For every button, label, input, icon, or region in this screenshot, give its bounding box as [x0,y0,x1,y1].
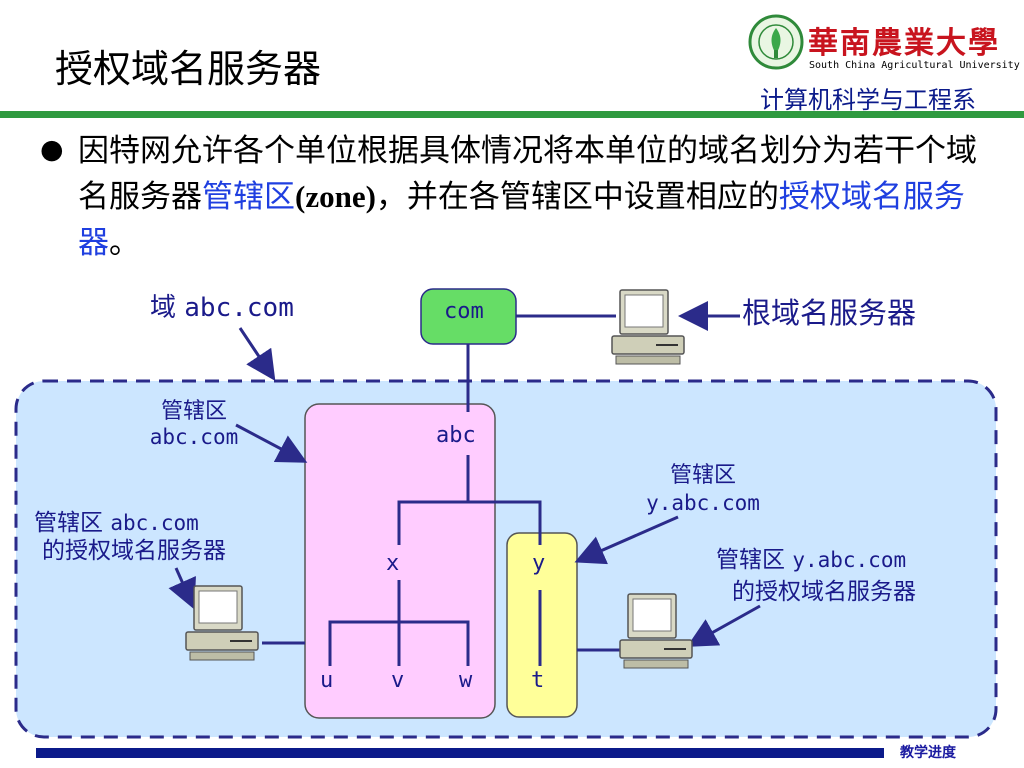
node-t-label: t [531,668,545,693]
bullet-text-part-2: ，并在各管辖区中设置相应的 [375,179,779,215]
zone-y-box [506,532,578,718]
university-name-cn: 華南農業大學 [808,26,1000,61]
bullet-paragraph: 因特网允许各个单位根据具体情况将本单位的域名划分为若干个域名服务器管辖区(zon… [78,128,978,266]
zone-abc-box [304,403,496,719]
annotation-arrows [168,301,761,647]
node-v-label: v [391,668,405,693]
node-abc-label: abc [436,423,476,448]
department-name: 计算机科学与工程系 [760,86,976,114]
zone-y-caption: 管辖区 y.abc.com [646,463,760,515]
node-u-label: u [320,668,334,693]
header-divider [0,111,1024,118]
teaching-progress-link[interactable]: 教学进度 [900,745,956,761]
tree-lines [262,314,622,666]
slide-title: 授权域名服务器 [55,47,322,91]
domain-label: 域 abc.com [150,293,294,323]
footer-bar [36,748,884,758]
node-x-label: x [386,551,400,576]
university-seal-icon [748,14,804,70]
root-server-computer-icon [611,289,685,365]
highlight-authoritative-server-term: 授权域名服务器 [78,179,965,261]
bullet-text-part-3: 。 [109,225,140,261]
root-server-label: 根域名服务器 [742,296,917,330]
node-y-label: y [532,551,546,576]
highlight-zone-term: 管辖区 [202,179,295,215]
bullet-dot-icon: ● [40,134,64,165]
bullet-text-part-1: 因特网允许各个单位根据具体情况将本单位的域名划分为若干个域名服务器 [78,133,977,215]
zone-term-english: (zone) [295,179,376,214]
domain-region [14,379,998,739]
zone-abc-caption: 管辖区 abc.com [149,399,239,449]
node-com-label: com [444,299,484,324]
zone-y-server-caption: 管辖区 y.abc.com 的授权域名服务器 [716,547,916,605]
node-w-label: w [459,668,473,693]
zone-abc-server-caption: 管辖区 abc.com 的授权域名服务器 [34,510,226,564]
university-name-en: South China Agricultural University [809,60,1020,71]
